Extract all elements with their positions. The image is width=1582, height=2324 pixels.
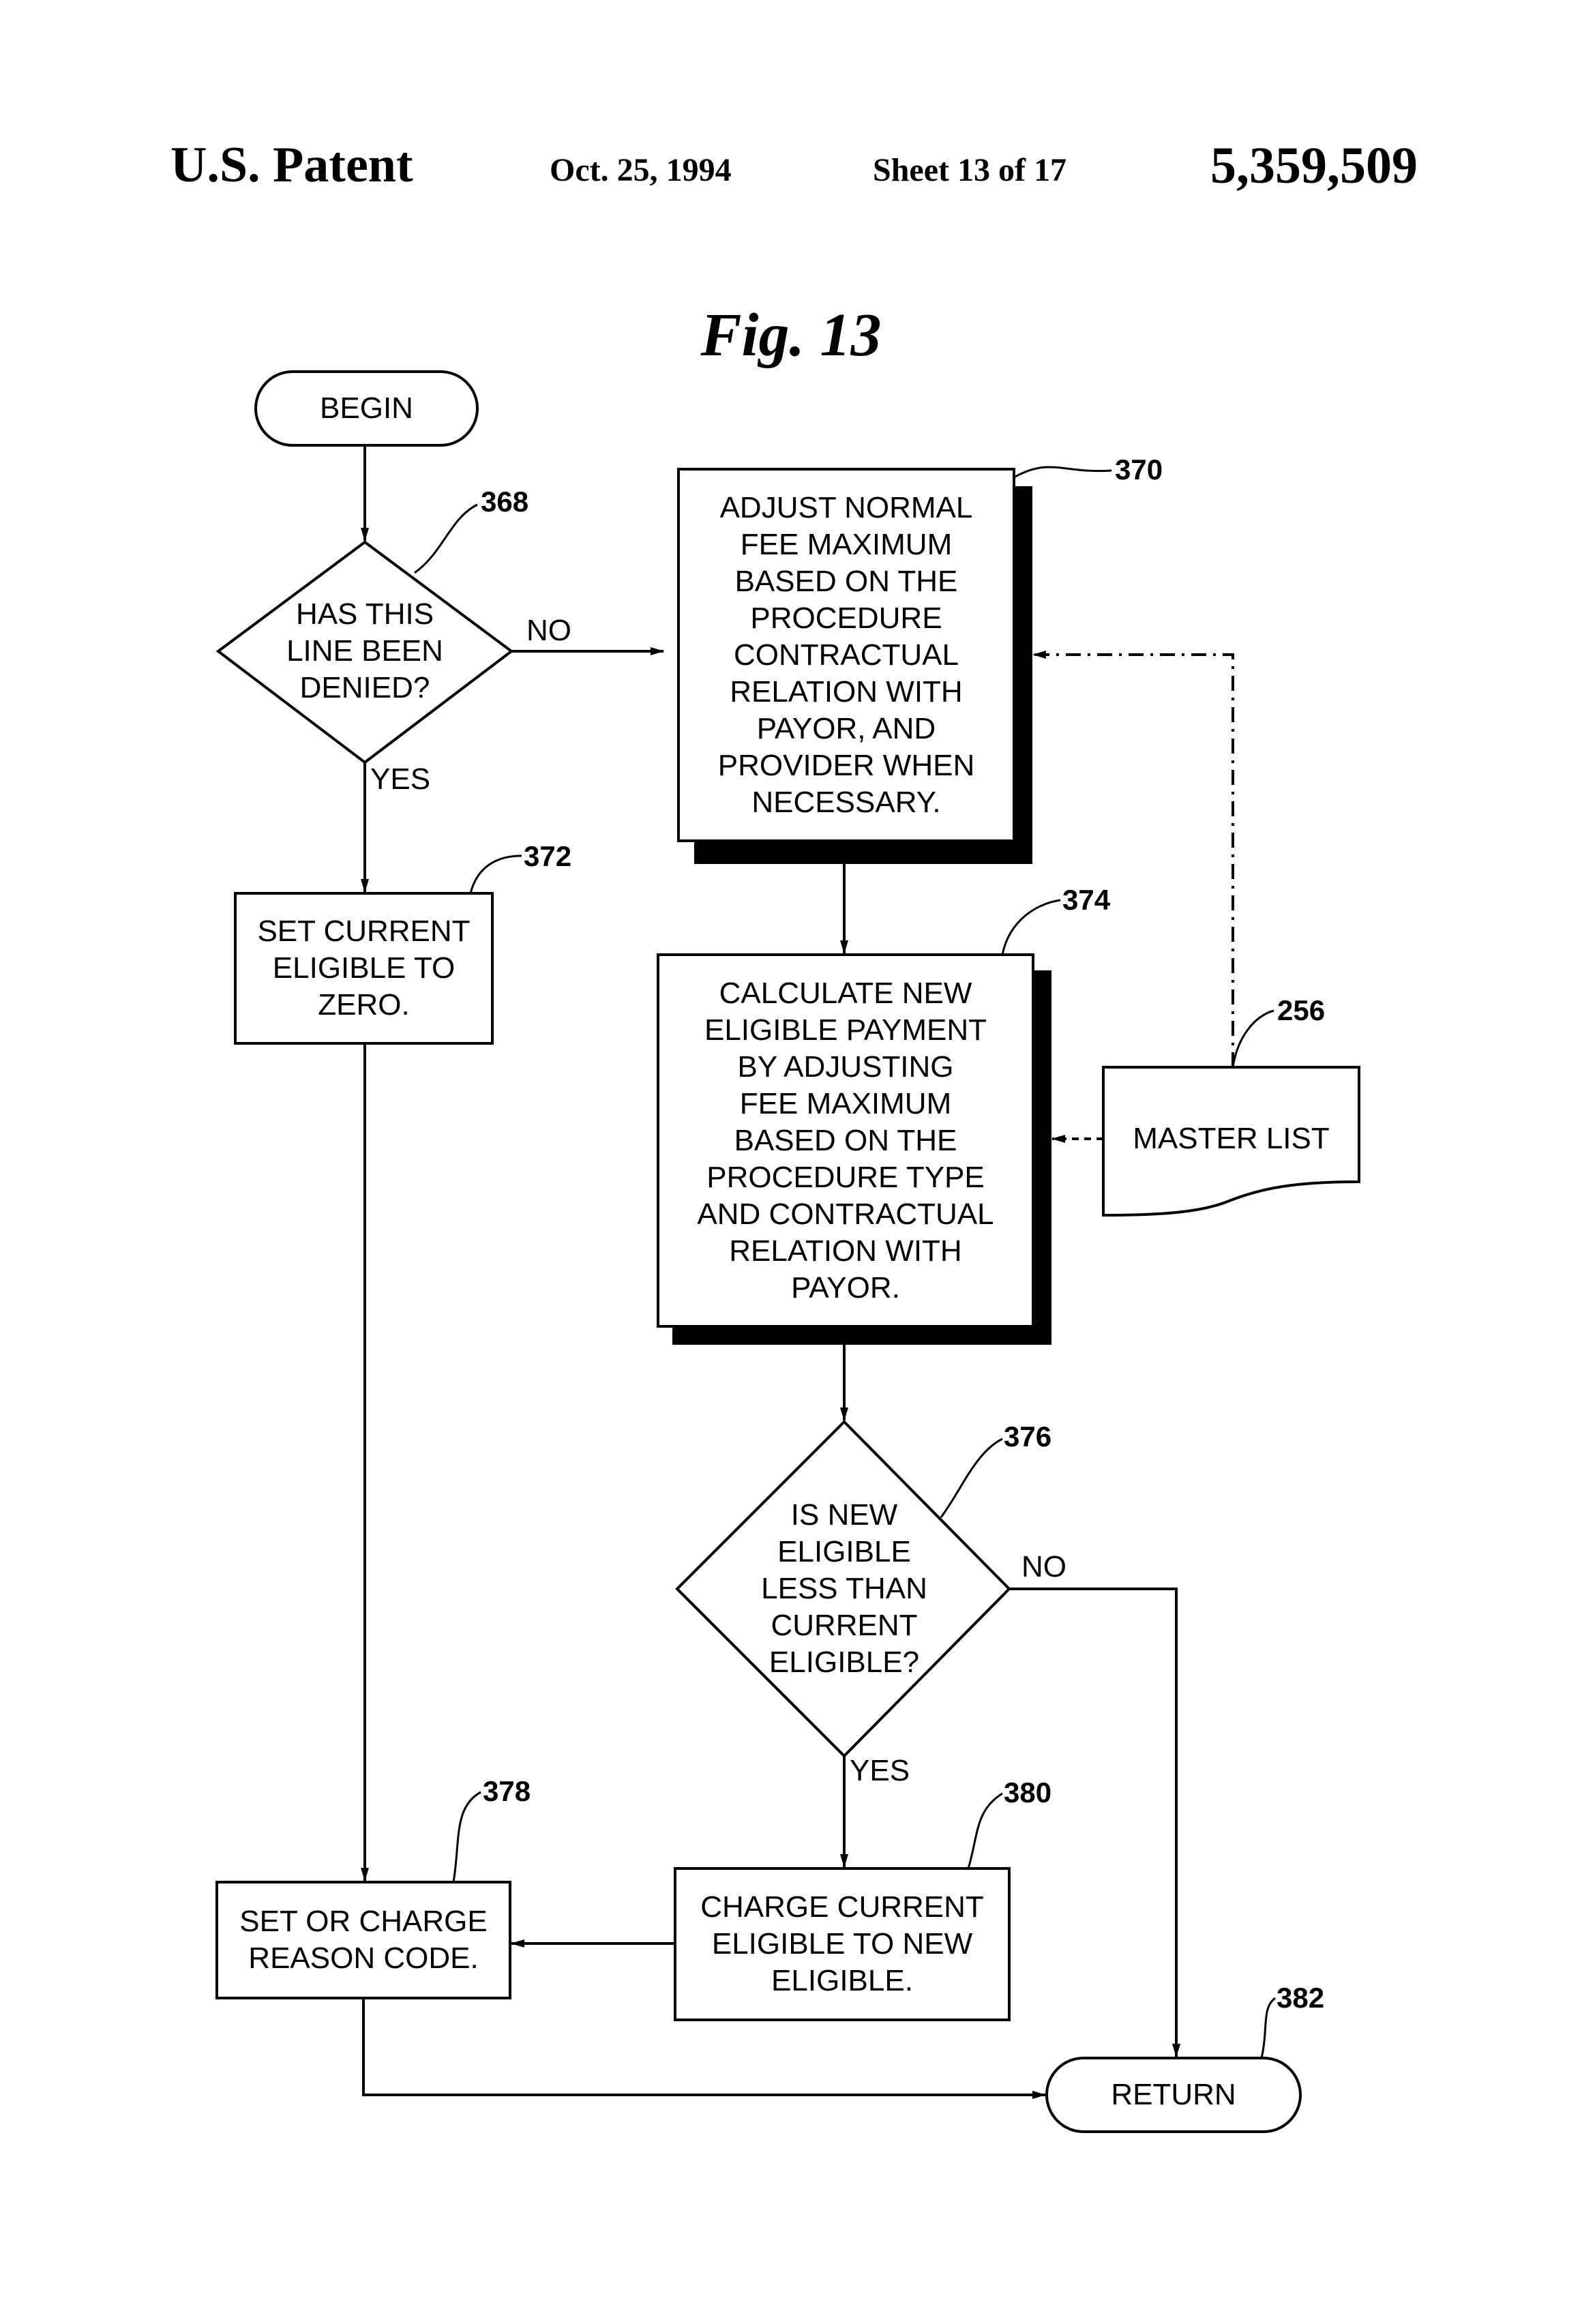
edge-label-no-368: NO [526, 614, 571, 648]
leader-368 [415, 505, 477, 573]
ref-374: 374 [1062, 884, 1110, 917]
step-374-label: CALCULATE NEW ELIGIBLE PAYMENT BY ADJUST… [658, 955, 1033, 1326]
leader-378 [453, 1792, 481, 1882]
master-list-label: MASTER LIST [1103, 1084, 1359, 1193]
flow-376-no-to-return [1009, 1589, 1176, 2057]
ref-256: 256 [1277, 994, 1325, 1027]
ref-382: 382 [1277, 1982, 1324, 2014]
leader-374 [1002, 900, 1060, 955]
step-370-label: ADJUST NORMAL FEE MAXIMUM BASED ON THE P… [678, 469, 1014, 841]
ref-372: 372 [524, 840, 571, 873]
dashed-master-list-to-370 [1033, 655, 1233, 1067]
edge-label-yes-376: YES [850, 1754, 910, 1788]
edge-label-yes-368: YES [370, 762, 430, 796]
ref-368: 368 [481, 486, 528, 518]
ref-376: 376 [1004, 1420, 1051, 1453]
step-372-label: SET CURRENT ELIGIBLE TO ZERO. [235, 893, 492, 1043]
leader-372 [471, 856, 522, 893]
leader-382 [1262, 1998, 1275, 2058]
decision-368-label: HAS THIS LINE BEEN DENIED? [259, 586, 471, 716]
return-label: RETURN [1047, 2058, 1300, 2132]
ref-378: 378 [483, 1775, 531, 1808]
leader-380 [968, 1793, 1002, 1868]
ref-380: 380 [1004, 1776, 1051, 1809]
decision-376-label: IS NEW ELIGIBLE LESS THAN CURRENT ELIGIB… [721, 1493, 967, 1684]
leader-256 [1233, 1011, 1274, 1067]
step-380-label: CHARGE CURRENT ELIGIBLE TO NEW ELIGIBLE. [675, 1868, 1009, 2020]
ref-370: 370 [1115, 453, 1163, 486]
begin-label: BEGIN [256, 372, 477, 445]
leader-370 [1014, 467, 1111, 477]
edge-label-no-376: NO [1021, 1550, 1066, 1584]
step-378-label: SET OR CHARGE REASON CODE. [217, 1882, 510, 1998]
